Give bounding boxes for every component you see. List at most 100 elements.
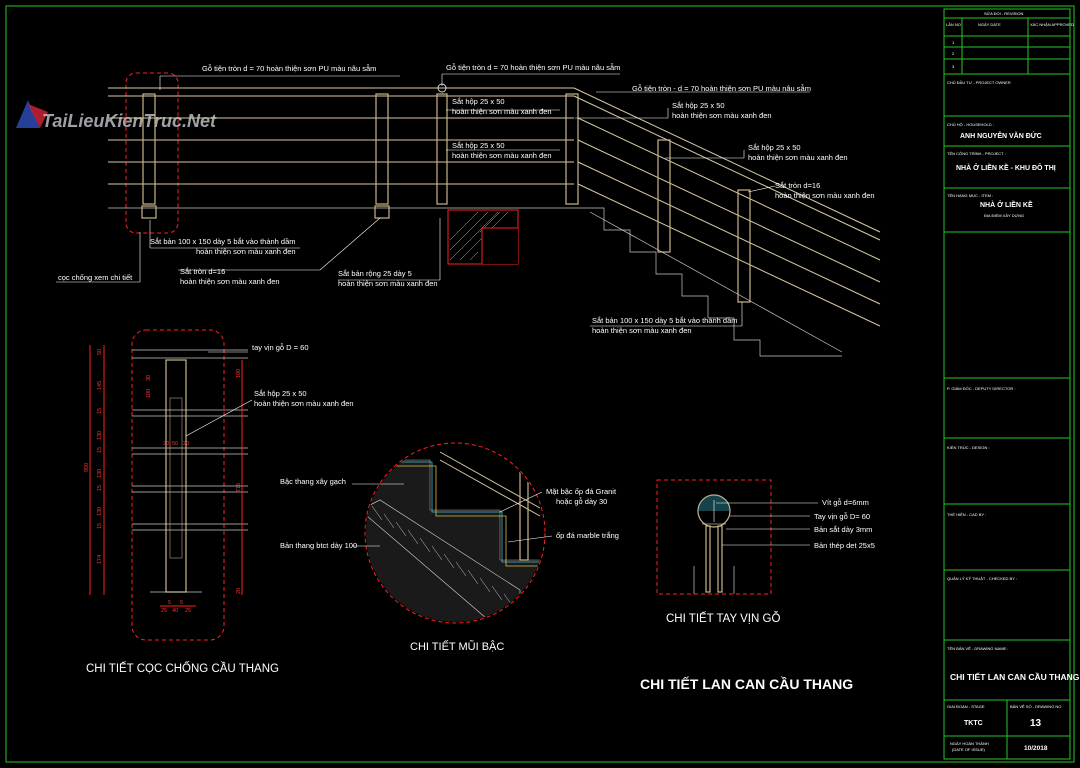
post-6 (737, 189, 751, 303)
tb-rev-row-2: 2 (952, 51, 955, 56)
tb-stage: TKTC (964, 720, 983, 727)
dimension-label: 130 (97, 507, 103, 516)
tb-item-name: NHÀ Ở LIỀN KỀ (980, 199, 1033, 209)
label-plate-l-b: hoàn thiện sơn màu xanh đen (196, 247, 296, 256)
dimension-label: 15 (97, 485, 103, 491)
outer-frame (5, 5, 1075, 763)
tb-revision-header: SỬA ĐỔI - REVISION (984, 11, 1024, 16)
title-block: SỬA ĐỔI - REVISION LẦN NO NGÀY DATE XÁC … (944, 11, 1080, 759)
dimension-label: 900 (84, 463, 90, 472)
tb-stage-label: GIAI ĐOẠN - STAGE (947, 704, 985, 709)
tb-date-label-b: (DATE OF ISSUE) (952, 747, 985, 752)
tb-cad-label: THỂ HIỆN - CAD BY : (947, 512, 986, 517)
tb-drawing-no: 13 (1030, 718, 1042, 729)
dimension-label: 50 (172, 441, 178, 447)
handrail-callout-box (656, 479, 772, 595)
label-plate-r-a: Sắt bản 100 x 150 dày 5 bắt vào thành dầ… (592, 316, 738, 325)
handrail-detail-title: CHI TIẾT TAY VỊN GỖ (666, 612, 780, 625)
stair-underside (589, 211, 843, 353)
tb-project-name: NHÀ Ở LIỀN KỀ - KHU ĐÔ THỊ (956, 162, 1056, 172)
sloped-rail-3 (577, 161, 881, 305)
tb-date: 10/2018 (1024, 745, 1048, 752)
label-screw: Vít gỗ d=6mm (822, 498, 869, 507)
tb-director-label: P. GIÁM ĐỐC - DEPUTY DIRECTOR : (947, 386, 1015, 391)
sloped-rail-4 (577, 183, 881, 327)
granite-cover (366, 461, 544, 563)
tb-architect-label: KIẾN TRÚC - DESIGN : (947, 445, 990, 450)
slab-cutout-edge (481, 227, 518, 264)
dimension-label: 5 (168, 600, 171, 606)
title-block-lines (944, 17, 1070, 759)
tb-checked-label: QUẢN LÝ KỸ THUẬT - CHECKED BY : (947, 576, 1017, 581)
post-2 (375, 93, 389, 205)
flat-bar-right (717, 525, 723, 593)
label-marble: ốp đá marble trắng (556, 531, 619, 540)
dimension-label: 20 (236, 588, 242, 594)
dimension-label: 20 (163, 441, 169, 447)
label-flat: Bản thép det 25x5 (814, 541, 875, 550)
tb-drawing-name: CHI TIẾT LAN CAN CẦU THANG (950, 672, 1080, 682)
nosing-post (519, 469, 529, 561)
post-detail-post (165, 359, 187, 593)
post-4 (565, 93, 579, 205)
label-box2-a: Sắt hộp 25 x 50 (452, 141, 505, 150)
label-handrail-mid: Gỗ tiện tròn d = 70 hoàn thiện sơn PU mà… (446, 63, 620, 72)
label-handrail-right: Gỗ tiện tròn - d = 70 hoàn thiện sơn PU … (632, 84, 811, 93)
dimension-label: 15 (97, 447, 103, 453)
label-post-handrail: tay vịn gỗ D = 60 (252, 343, 309, 352)
label-post-box-a: Sắt hộp 25 x 50 (254, 389, 307, 398)
post-detail-rails (132, 409, 248, 531)
tb-location: ĐỊA ĐIỂM XÂY DỰNG (984, 213, 1024, 218)
railing-elevation: Gỗ tiện tròn d = 70 hoàn thiện sơn PU mà… (56, 63, 881, 357)
label-round-l-b: hoàn thiện sơn màu xanh đen (180, 277, 280, 286)
nosing-rail (439, 451, 541, 509)
dimension-label: 715 (236, 483, 242, 492)
label-brick-step: Bậc thang xây gạch (280, 477, 346, 486)
label-box4-a: Sắt hộp 25 x 50 (748, 143, 801, 152)
tb-household-label: CHỦ HỘ - HOUSEHOLD : (947, 122, 994, 127)
tb-drawing-name-label: TÊN BẢN VẼ - DRAWING NAME : (947, 646, 1008, 651)
slab-cutout (482, 228, 518, 264)
dimension-label: 25 (185, 608, 191, 614)
label-round-r-b: hoàn thiện sơn màu xanh đen (775, 191, 875, 200)
post-detail: 50 145 15 130 15 130 15 130 15 174 900 1… (84, 329, 354, 675)
post-1-base (141, 205, 157, 219)
dimension-label: 30 (146, 375, 152, 381)
post-callout-box (125, 72, 179, 234)
handrail-detail: Vít gỗ d=6mm Tay vịn gỗ D= 60 Bản sắt dà… (656, 479, 875, 625)
dims-inner: 30 100 20 50 20 5 5 25 40 25 (146, 375, 191, 614)
post-5 (657, 139, 671, 253)
post-detail-core (169, 397, 183, 559)
dimension-label: 130 (97, 469, 103, 478)
tb-project-label: TÊN CÔNG TRÌNH - PROJECT : (947, 151, 1006, 156)
tb-drawing-no-label: BẢN VẼ SỐ - DRAWING NO (1010, 704, 1061, 709)
post-2-base (374, 205, 390, 219)
label-box1-a: Sắt hộp 25 x 50 (452, 97, 505, 106)
dimension-label: 100 (236, 369, 242, 378)
tb-date-label-a: NGÀY HOÀN THÀNH (950, 741, 989, 746)
label-box1-b: hoàn thiện sơn màu xanh đen (452, 107, 552, 116)
dimension-label: 174 (97, 555, 103, 564)
flat-bar-left (705, 525, 711, 593)
label-box3-b: hoàn thiện sơn màu xanh đen (672, 111, 772, 120)
label-slab: Bản thang btct dày 100 (280, 541, 357, 550)
label-flat-b: hoàn thiện sơn màu xanh đen (338, 279, 438, 288)
tb-rev-col-no: LẦN NO (946, 22, 961, 27)
sloped-rail-2 (577, 139, 881, 283)
logo-mark-icon (16, 100, 40, 128)
label-rail: Tay vịn gỗ D= 60 (814, 512, 870, 521)
dimension-label: 5 (180, 600, 183, 606)
label-plate-l-a: Sắt bản 100 x 150 dày 5 bắt vào thành dầ… (150, 237, 296, 246)
nosing-leaders (352, 483, 553, 547)
handrail-section-circle (697, 494, 731, 528)
tb-household-name: ANH NGUYỄN VĂN ĐỨC (960, 131, 1042, 140)
label-granite-a: Mặt bậc ốp đá Granit (546, 487, 617, 496)
post-detail-callout (131, 329, 225, 641)
label-box3-a: Sắt hộp 25 x 50 (672, 101, 725, 110)
label-granite-b: hoặc gỗ dày 30 (556, 497, 607, 506)
tb-item-label: TÊN HẠNG MỤC - ITEM : (947, 193, 993, 198)
dimension-label: 40 (172, 608, 178, 614)
stair-profile (580, 207, 842, 357)
label-post-ref: cọc chống xem chi tiết (58, 273, 133, 282)
post-3 (436, 93, 448, 205)
